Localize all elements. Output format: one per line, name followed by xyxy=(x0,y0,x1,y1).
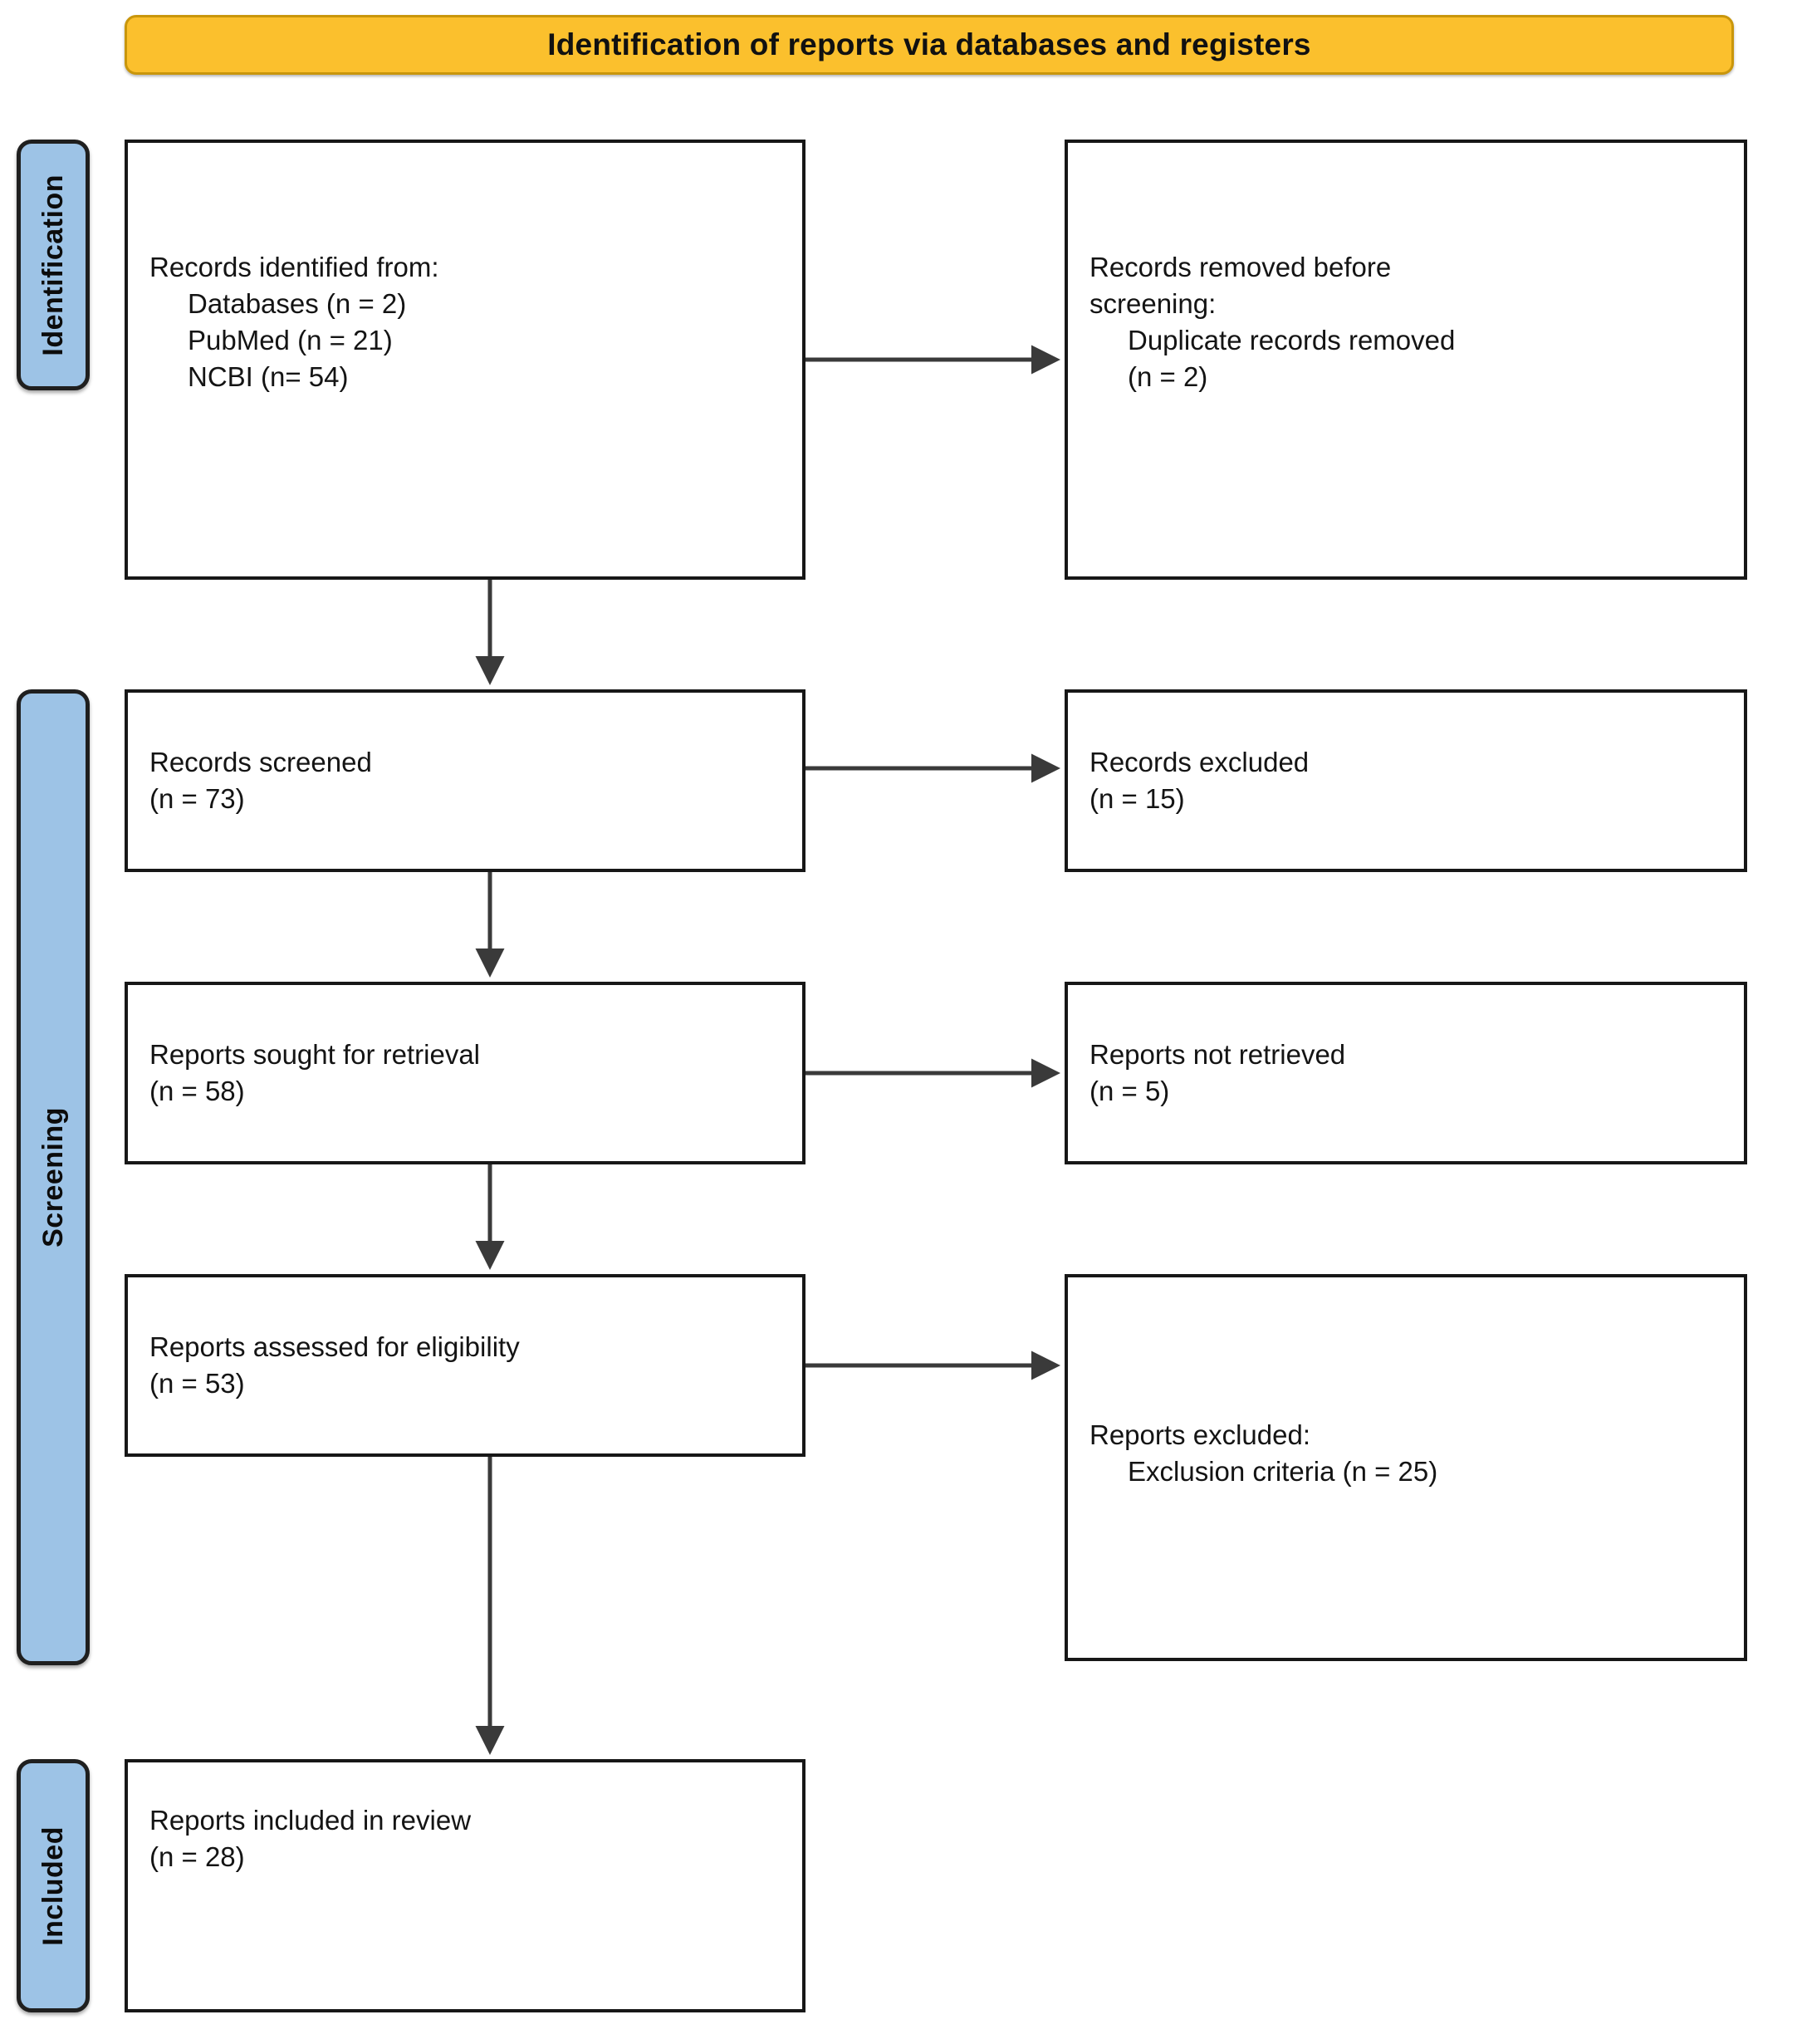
stage-tab-screening: Screening xyxy=(17,689,90,1665)
records-identified-ncbi: NCBI (n= 54) xyxy=(188,360,349,392)
reports-included-count: (n = 28) xyxy=(149,1841,245,1872)
duplicate-records-removed-label: Duplicate records removed xyxy=(1128,324,1456,355)
reports-sought-label: Reports sought for retrieval xyxy=(149,1039,481,1071)
records-removed-colon: : xyxy=(1208,287,1217,319)
reports-excluded-criteria: Exclusion criteria (n = 25) xyxy=(1128,1455,1438,1487)
records-removed-text-italic-before: before xyxy=(1313,252,1392,282)
records-excluded-label: Records excluded xyxy=(1089,747,1310,778)
duplicate-records-removed-count: (n = 2) xyxy=(1128,360,1208,392)
diagram-title: Identification of reports via databases … xyxy=(547,27,1311,61)
records-excluded-count: (n = 15) xyxy=(1089,783,1185,814)
stage-tab-included: Included xyxy=(17,1759,90,2012)
node-reports-sought: Reports sought for retrieval (n = 58) xyxy=(125,982,805,1164)
records-removed-heading-line2: screening: xyxy=(1089,286,1722,322)
reports-assessed-count: (n = 53) xyxy=(149,1368,245,1399)
reports-not-retrieved-count: (n = 5) xyxy=(1089,1076,1170,1106)
stage-label-identification: Identification xyxy=(37,174,69,356)
records-screened-label: Records screened xyxy=(149,747,372,778)
records-identified-heading: Records identified from: xyxy=(149,252,439,282)
reports-included-label: Reports included in review xyxy=(149,1805,472,1836)
stage-tab-identification: Identification xyxy=(17,140,90,390)
reports-assessed-label: Reports assessed for eligibility xyxy=(149,1331,520,1363)
reports-sought-count: (n = 58) xyxy=(149,1076,245,1106)
records-screened-count: (n = 73) xyxy=(149,783,245,814)
node-records-removed: Records removed before screening: Duplic… xyxy=(1065,140,1747,580)
reports-excluded-heading: Reports excluded: xyxy=(1089,1419,1310,1450)
records-removed-text-italic-screening: screening xyxy=(1089,287,1209,319)
node-reports-not-retrieved: Reports not retrieved (n = 5) xyxy=(1065,982,1747,1164)
node-records-excluded: Records excluded (n = 15) xyxy=(1065,689,1747,872)
reports-not-retrieved-label: Reports not retrieved xyxy=(1089,1039,1346,1071)
records-identified-pubmed: PubMed (n = 21) xyxy=(188,324,393,355)
stage-label-screening: Screening xyxy=(37,1107,69,1247)
records-identified-databases: Databases (n = 2) xyxy=(188,287,407,319)
diagram-header-banner: Identification of reports via databases … xyxy=(125,15,1734,75)
node-records-identified: Records identified from: Databases (n = … xyxy=(125,140,805,580)
records-removed-text-plain: Records removed xyxy=(1089,252,1314,282)
node-reports-included: Reports included in review (n = 28) xyxy=(125,1759,805,2012)
records-removed-heading-line1: Records removed before xyxy=(1089,249,1722,286)
node-reports-assessed: Reports assessed for eligibility (n = 53… xyxy=(125,1274,805,1457)
node-reports-excluded: Reports excluded: Exclusion criteria (n … xyxy=(1065,1274,1747,1661)
node-records-screened: Records screened (n = 73) xyxy=(125,689,805,872)
stage-label-included: Included xyxy=(37,1826,69,1946)
